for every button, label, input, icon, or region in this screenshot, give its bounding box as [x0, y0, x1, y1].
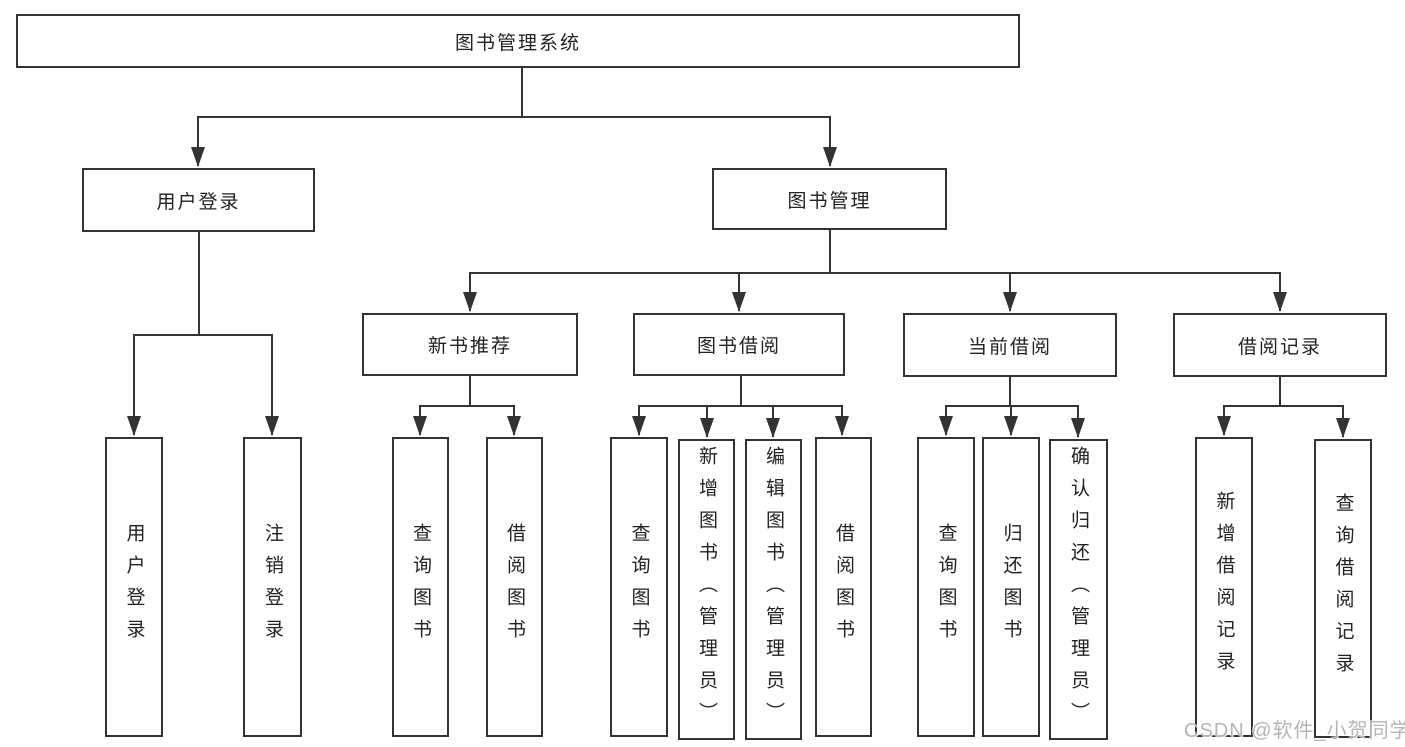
node-book-management: 图书管理	[712, 168, 947, 230]
leaf-query-books-borrowing: 查询图书	[610, 437, 668, 737]
node-borrowing-records: 借阅记录	[1173, 313, 1387, 377]
node-current-borrowing: 当前借阅	[903, 313, 1117, 377]
node-borrowing-records-label: 借阅记录	[1237, 336, 1322, 358]
leaf-borrow-books-recommend: 借阅图书	[486, 437, 543, 737]
node-current-borrowing-label: 当前借阅	[967, 336, 1052, 358]
leaf-add-borrow-record: 新增借阅记录	[1195, 437, 1253, 737]
node-book-management-label: 图书管理	[787, 190, 872, 212]
node-new-book-recommendation: 新书推荐	[362, 313, 578, 376]
leaf-edit-book-admin: 编辑图书（管理员）	[745, 439, 802, 740]
leaf-logout: 注销登录	[243, 437, 302, 737]
leaf-return-books: 归还图书	[982, 437, 1040, 737]
node-book-borrowing-label: 图书借阅	[696, 336, 781, 357]
csdn-watermark: CSDN @软件_小贺同学	[1184, 720, 1405, 742]
node-book-borrowing: 图书借阅	[633, 313, 845, 376]
leaf-query-books-current: 查询图书	[917, 437, 975, 737]
node-root-label: 图书管理系统	[454, 32, 581, 54]
leaf-borrow-books-borrowing: 借阅图书	[815, 437, 872, 737]
node-user-login: 用户登录	[82, 168, 315, 232]
leaf-query-books-recommend: 查询图书	[392, 437, 449, 737]
leaf-query-borrow-record: 查询借阅记录	[1314, 439, 1372, 738]
leaf-confirm-return-admin: 确认归还（管理员）	[1049, 439, 1108, 740]
node-root-system: 图书管理系统	[16, 14, 1020, 68]
leaf-add-book-admin: 新增图书（管理员）	[678, 439, 735, 740]
leaf-user-login: 用户登录	[105, 437, 163, 737]
node-user-login-label: 用户登录	[156, 191, 241, 213]
node-new-book-recommendation-label: 新书推荐	[427, 336, 512, 357]
